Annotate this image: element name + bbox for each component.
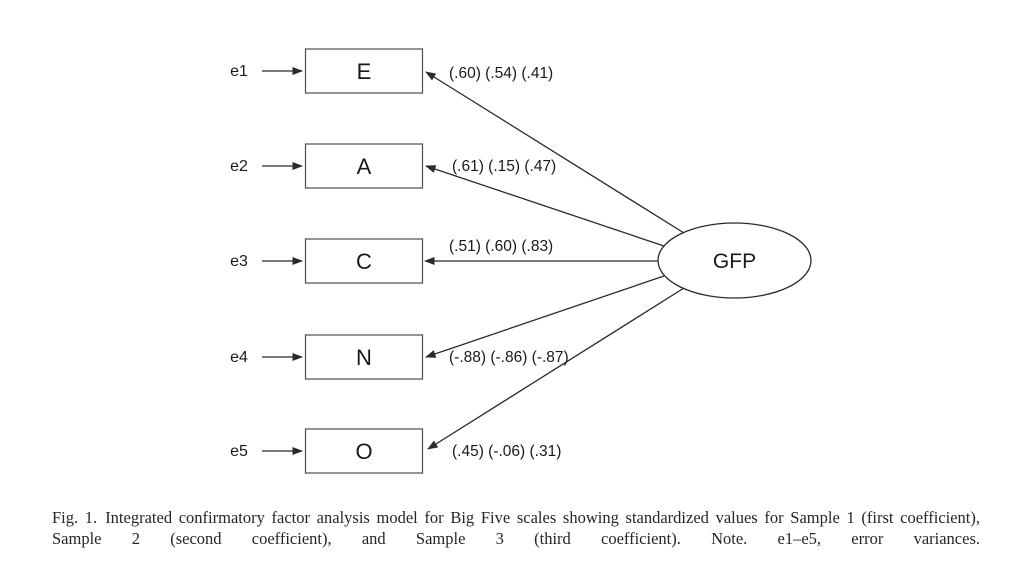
error-label: e4: [230, 349, 248, 366]
row-A: e2 A (.61) (.15) (.47): [230, 143, 665, 247]
error-label: e3: [230, 253, 248, 270]
indicator-letter: A: [357, 154, 372, 179]
indicator-box: [304, 238, 424, 284]
loading-arrow: [427, 287, 685, 450]
indicator-letter: O: [355, 439, 372, 464]
latent-label: GFP: [713, 250, 756, 273]
latent-ellipse: [657, 222, 812, 299]
indicator-box: [304, 143, 424, 189]
loading-coefficients: (.45) (-.06) (.31): [452, 443, 561, 460]
figure-caption-label: Fig. 1.: [52, 507, 98, 527]
figure-caption-text: Integrated confirmatory factor analysis …: [52, 507, 980, 548]
error-label: e2: [230, 158, 248, 175]
row-E: e1 E (.60) (.54) (.41): [230, 48, 685, 234]
loading-coefficients: (.60) (.54) (.41): [449, 65, 553, 82]
error-label: e1: [230, 63, 248, 80]
indicator-box: [304, 334, 424, 380]
indicator-letter: N: [356, 345, 372, 370]
error-label: e5: [230, 443, 248, 460]
cfa-path-diagram: e1 E (.60) (.54) (.41) e2 A (.61) (.15) …: [230, 48, 812, 474]
row-C: e3 C (.51) (.60) (.83): [230, 238, 658, 284]
row-N: e4 N (-.88) (-.86) (-.87): [230, 275, 665, 380]
indicator-box: [304, 48, 424, 94]
path-diagram-canvas: e1 E (.60) (.54) (.41) e2 A (.61) (.15) …: [230, 48, 812, 474]
figure-caption: Fig. 1.Integrated confirmatory factor an…: [52, 507, 980, 549]
indicator-letter: C: [356, 249, 372, 274]
loading-coefficients: (.51) (.60) (.83): [449, 238, 553, 255]
loading-coefficients: (.61) (.15) (.47): [452, 158, 556, 175]
row-O: e5 O (.45) (-.06) (.31): [230, 287, 685, 474]
loading-arrow: [425, 71, 685, 234]
loading-coefficients: (-.88) (-.86) (-.87): [449, 349, 569, 366]
latent-factor: GFP: [657, 222, 812, 299]
loading-arrow: [425, 165, 665, 247]
indicator-box: [304, 428, 424, 474]
indicator-letter: E: [357, 59, 372, 84]
loading-arrow: [425, 275, 665, 358]
